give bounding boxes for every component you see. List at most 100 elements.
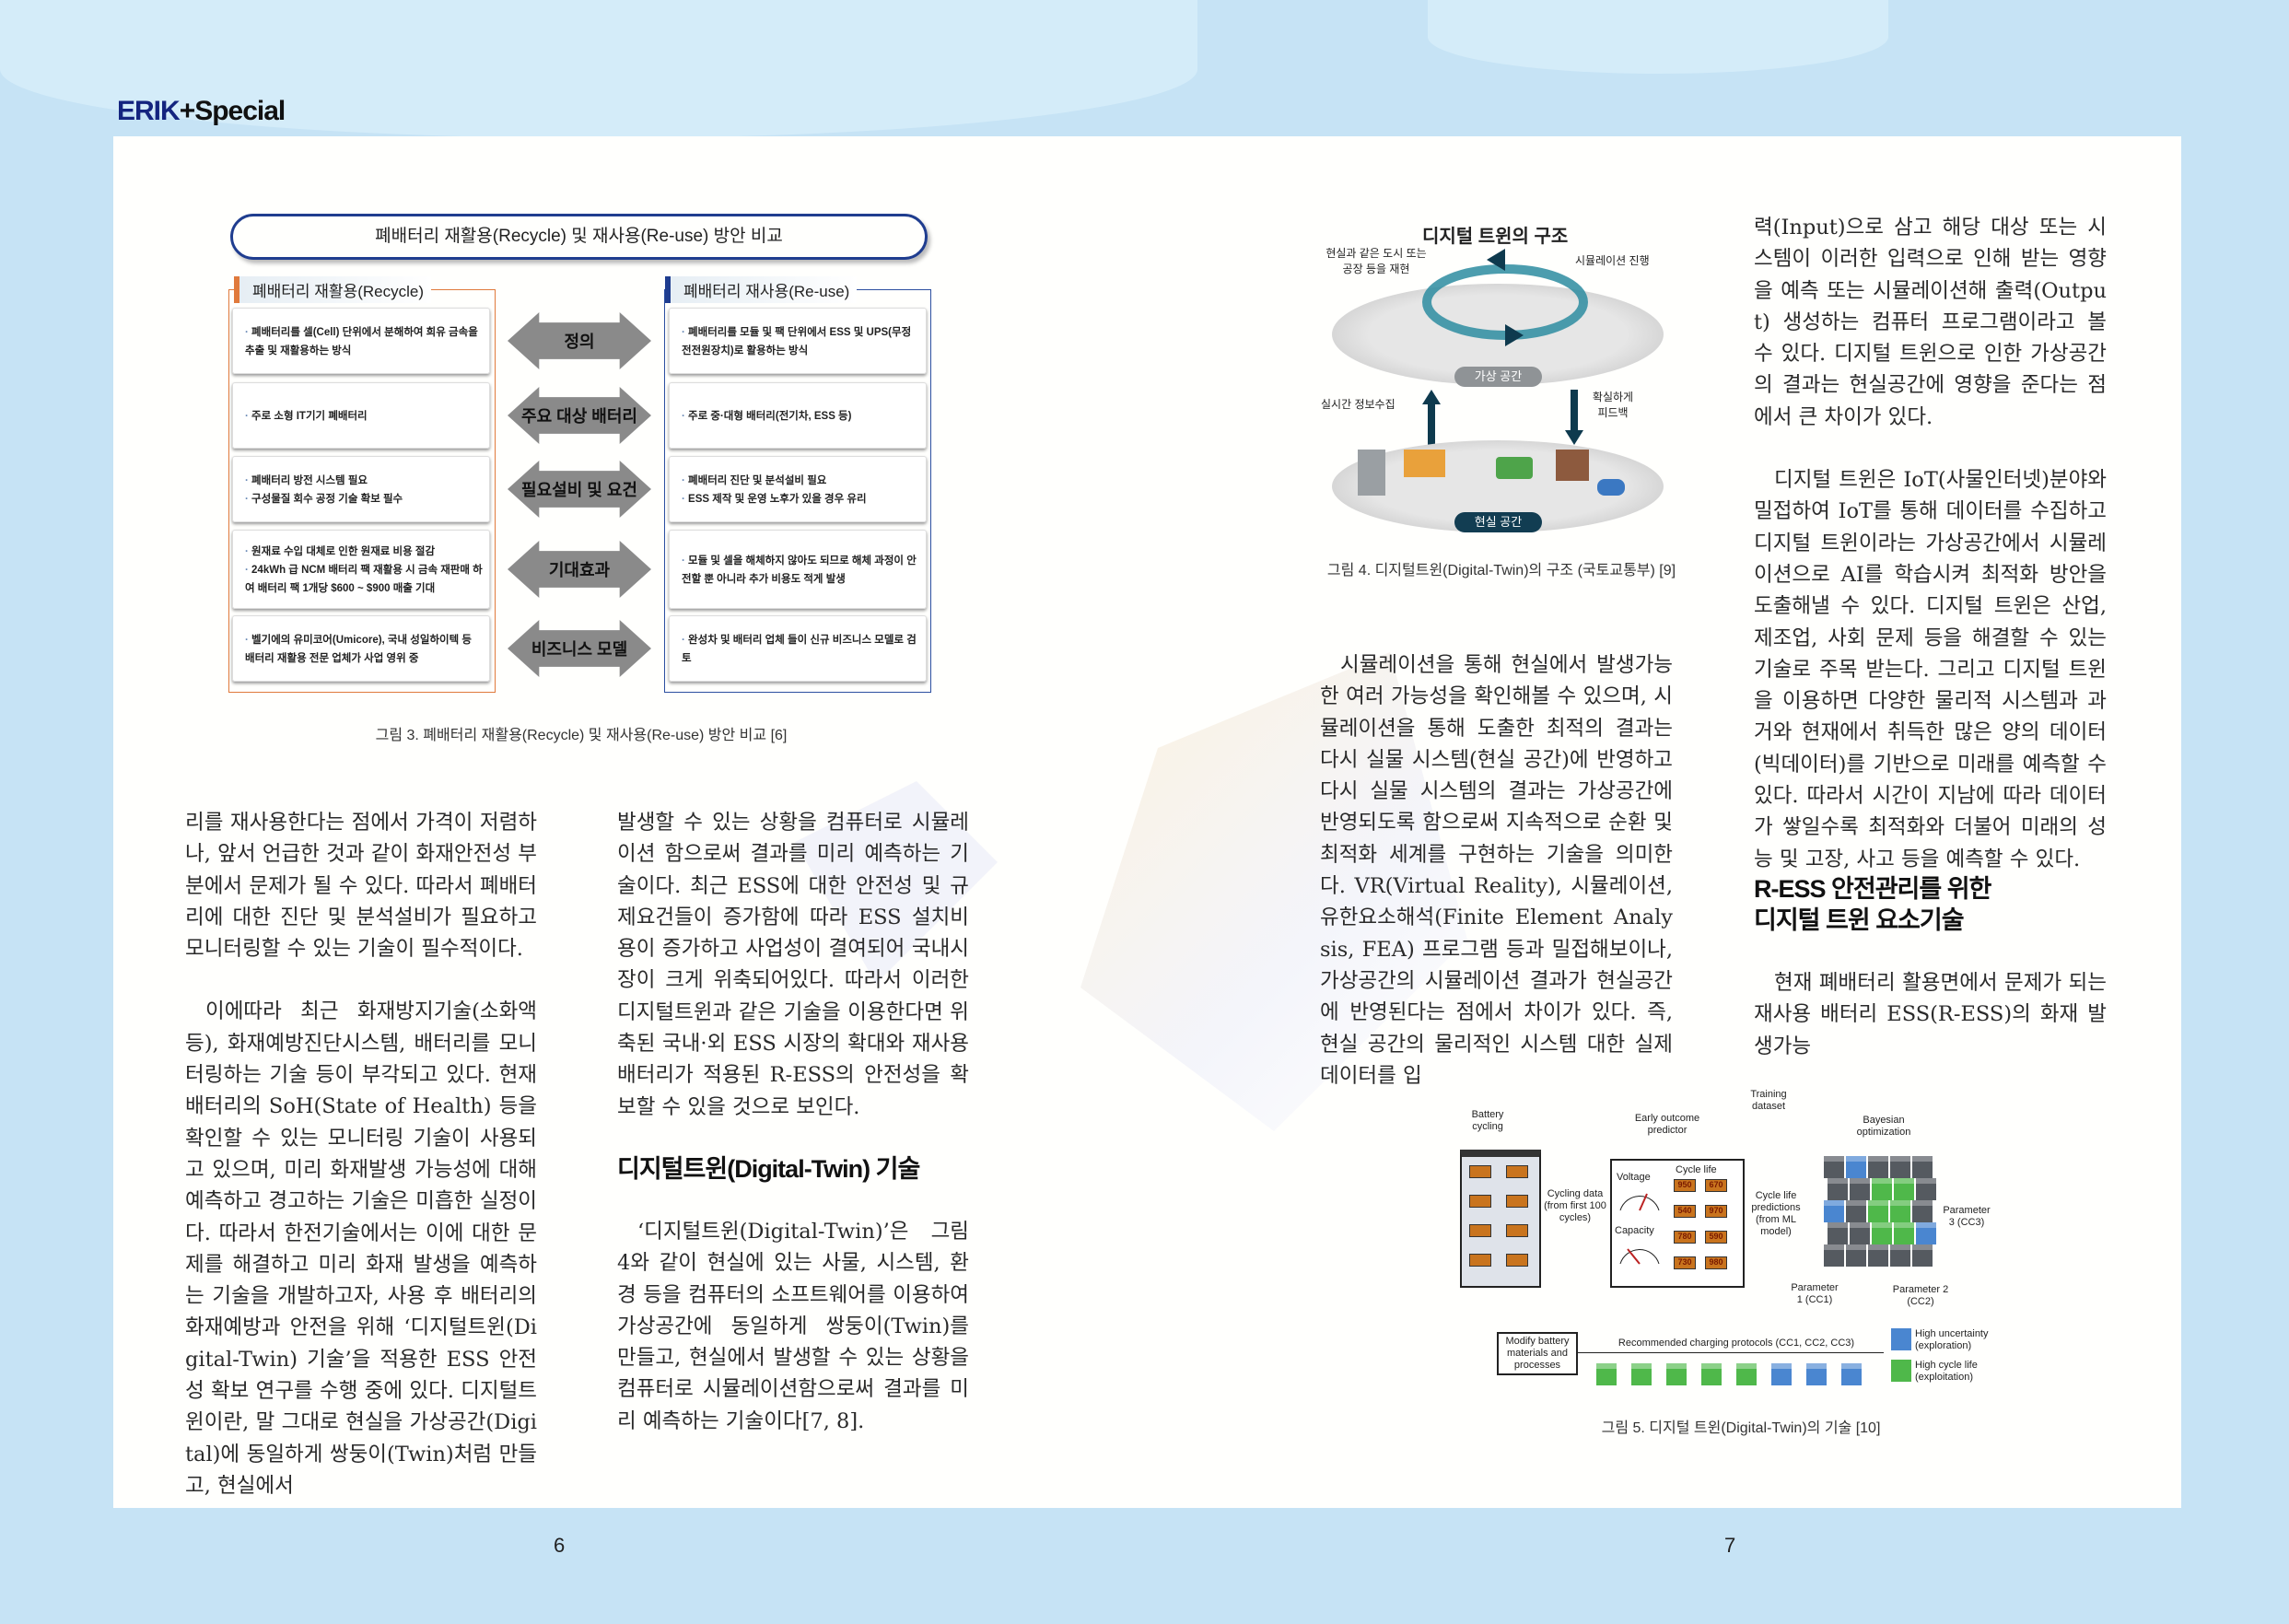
label-modify: Modify battery materials and processes xyxy=(1497,1332,1578,1375)
bullet-text: 주로 중·대형 배터리(전기차, ESS 등) xyxy=(682,407,919,426)
text-column-4b: 현재 폐배터리 활용면에서 문제가 되는 재사용 배터리 ESS(R-ESS)의… xyxy=(1754,967,2107,1093)
background-shape xyxy=(1428,0,1888,74)
parameter-cell xyxy=(1916,1222,1936,1244)
bullet-text: 폐배터리 방전 시스템 필요 xyxy=(245,472,483,490)
recycle-cell: 벨기에의 유미코어(Umicore), 국내 성일하이텍 등 배터리 재활용 전… xyxy=(232,615,490,682)
parameter-cell xyxy=(1850,1222,1870,1244)
cycle-life-battery: 670 xyxy=(1705,1179,1727,1192)
capacity-gauge-icon xyxy=(1619,1248,1660,1265)
category-arrow: 기대효과 xyxy=(508,541,651,598)
parameter-cell xyxy=(1828,1178,1848,1200)
cycle-arrows-icon xyxy=(1422,249,1588,346)
figure-title: 디지털 트윈의 구조 xyxy=(1422,227,1569,247)
bullet-text: 24kWh 급 NCM 배터리 팩 재활용 시 금속 재판매 하여 배터리 팩 … xyxy=(245,561,483,598)
paragraph: 발생할 수 있는 상황을 컴퓨터로 시뮬레이션 함으로써 결과를 미리 예측하는… xyxy=(617,811,969,1119)
battery-icon xyxy=(1469,1224,1491,1237)
category-label: 기대효과 xyxy=(548,561,611,579)
section-heading-digital-twin: 디지털트윈(Digital-Twin) 기술 xyxy=(617,1155,920,1183)
reuse-cell: 모듈 및 셀을 해체하지 않아도 되므로 해체 과정이 안전할 뿐 아니라 추가… xyxy=(669,530,927,609)
paragraph: 디지털 트윈은 IoT(사물인터넷)분야와 밀접하여 IoT를 통해 데이터를 … xyxy=(1754,468,2107,871)
cycle-life-battery: 590 xyxy=(1705,1231,1727,1244)
recycle-cell: 원재료 수입 대체로 인한 원재료 비용 절감24kWh 급 NCM 배터리 팩… xyxy=(232,530,490,609)
car-icon xyxy=(1597,479,1625,496)
battery-icon xyxy=(1506,1254,1528,1267)
label-training-dataset: Training dataset xyxy=(1750,1089,1787,1112)
text-column-4: 력(Input)으로 삼고 해당 대상 또는 시스템이 이러한 입력으로 인해 … xyxy=(1754,212,2107,906)
real-space-label: 현실 공간 xyxy=(1454,512,1542,532)
parameter-cell xyxy=(1872,1178,1892,1200)
category-label: 주요 대상 배터리 xyxy=(521,407,637,426)
legend-cycle-life: High cycle life (exploitation) xyxy=(1915,1360,1978,1383)
house-icon xyxy=(1556,450,1589,481)
label-recommended: Recommended charging protocols (CC1, CC2… xyxy=(1617,1338,1855,1349)
label-realtime-collection: 실시간 정보수집 xyxy=(1321,398,1396,411)
parameter-cell xyxy=(1912,1244,1933,1267)
recycle-cell: 주로 소형 IT기기 폐배터리 xyxy=(232,382,490,449)
bus-icon xyxy=(1496,457,1533,479)
bullet-text: 원재료 수입 대체로 인한 원재료 비용 절감 xyxy=(245,543,483,561)
protocol-cube xyxy=(1666,1363,1687,1385)
virtual-space-label: 가상 공간 xyxy=(1454,367,1542,387)
parameter-cell xyxy=(1824,1244,1844,1267)
label-param2: Parameter 2 (CC2) xyxy=(1892,1284,1949,1307)
cycle-life-legend-swatch xyxy=(1891,1360,1911,1382)
recycle-cell: 폐배터리 방전 시스템 필요구성물질 회수 공정 기술 확보 필수 xyxy=(232,456,490,522)
category-label: 비즈니스 모델 xyxy=(531,640,628,659)
text-column-1: 리를 재사용한다는 점에서 가격이 저렴하나, 앞서 언급한 것과 같이 화재안… xyxy=(185,807,537,1533)
background-shape xyxy=(0,0,1197,138)
parameter-cube xyxy=(1824,1156,1944,1276)
feedback-line xyxy=(1578,1352,1884,1353)
label-battery-cycling: Battery cycling xyxy=(1471,1109,1504,1132)
magazine-brand: ERIK+Special xyxy=(117,96,286,126)
parameter-cell xyxy=(1846,1244,1866,1267)
parameter-cell xyxy=(1868,1200,1888,1222)
category-arrow: 필요설비 및 요건 xyxy=(508,461,651,518)
label-voltage: Voltage xyxy=(1617,1172,1651,1183)
label-param1: Parameter 1 (CC1) xyxy=(1791,1282,1839,1305)
figure-digital-twin-structure: 디지털 트윈의 구조 현실과 같은 도시 또는 공장 등을 재현 시뮬레이션 진… xyxy=(1321,219,1676,542)
label-cycling-data: Cycling data (from first 100 cycles) xyxy=(1544,1188,1606,1223)
paragraph: ‘디지털트윈(Digital-Twin)’은 그림 4와 같이 현실에 있는 사… xyxy=(617,1220,969,1433)
cycle-life-battery: 950 xyxy=(1674,1179,1696,1192)
battery-icon xyxy=(1506,1224,1528,1237)
protocol-cube xyxy=(1631,1363,1652,1385)
protocol-cube xyxy=(1841,1363,1862,1385)
paragraph: 현재 폐배터리 활용면에서 문제가 되는 재사용 배터리 ESS(R-ESS)의… xyxy=(1754,971,2107,1058)
battery-icon xyxy=(1469,1254,1491,1267)
bullet-text: ESS 제작 및 운영 노후가 있을 경우 유리 xyxy=(682,490,919,508)
text-column-3: 시뮬레이션을 통해 현실에서 발생가능한 여러 가능성을 확인해볼 수 있으며,… xyxy=(1320,649,1673,1123)
label-early-predictor: Early outcome predictor xyxy=(1634,1113,1700,1136)
voltage-gauge-icon xyxy=(1619,1193,1660,1211)
cycle-life-battery: 980 xyxy=(1705,1256,1727,1269)
paragraph: 이에따라 최근 화재방지기술(소화액 등), 화재예방진단시스템, 배터리를 모… xyxy=(185,999,537,1498)
bullet-text: 벨기에의 유미코어(Umicore), 국내 성일하이텍 등 배터리 재활용 전… xyxy=(245,631,483,668)
parameter-cell xyxy=(1890,1200,1910,1222)
bullet-text: 주로 소형 IT기기 폐배터리 xyxy=(245,407,483,426)
reuse-cell: 폐배터리를 모듈 및 팩 단위에서 ESS 및 UPS(무정전전원장치)로 활용… xyxy=(669,308,927,374)
heading-line: R-ESS 안전관리를 위한 xyxy=(1754,875,1991,903)
label-feedback: 확실하게 피드백 xyxy=(1592,391,1634,419)
figure-digital-twin-technology: Battery cycling Early outcome predictor … xyxy=(1460,1087,2022,1409)
label-predictions: Cycle life predictions (from ML model) xyxy=(1751,1190,1801,1237)
reuse-label: 폐배터리 재사용(Re-use) xyxy=(665,276,858,303)
figure-title: 폐배터리 재활용(Recycle) 및 재사용(Re-use) 방안 비교 xyxy=(230,214,928,260)
parameter-cell xyxy=(1916,1178,1936,1200)
label-param3: Parameter 3 (CC3) xyxy=(1943,1205,1991,1228)
parameter-cell xyxy=(1846,1156,1866,1178)
cycle-life-battery: 970 xyxy=(1705,1205,1727,1218)
reuse-cell: 주로 중·대형 배터리(전기차, ESS 등) xyxy=(669,382,927,449)
legend-uncertainty: High uncertainty (exploration) xyxy=(1915,1328,1989,1351)
parameter-cell xyxy=(1894,1222,1914,1244)
page-number-right: 7 xyxy=(1724,1534,1736,1557)
parameter-cell xyxy=(1872,1222,1892,1244)
section-heading-ress: R-ESS 안전관리를 위한 디지털 트윈 요소기술 xyxy=(1754,873,1991,936)
paragraph: 리를 재사용한다는 점에서 가격이 저렴하나, 앞서 언급한 것과 같이 화재안… xyxy=(185,811,537,962)
label-recreate: 현실과 같은 도시 또는 공장 등을 재현 xyxy=(1326,247,1427,275)
bullet-text: 폐배터리를 셀(Cell) 단위에서 분해하여 희유 금속을 추출 및 재활용하… xyxy=(245,323,483,360)
arrow-up-icon xyxy=(1422,390,1441,445)
category-label: 필요설비 및 요건 xyxy=(521,481,637,499)
battery-icon xyxy=(1469,1165,1491,1178)
parameter-cell xyxy=(1824,1200,1844,1222)
bullet-text: 모듈 및 셀을 해체하지 않아도 되므로 해체 과정이 안전할 뿐 아니라 추가… xyxy=(682,552,919,589)
reuse-cell: 완성차 및 배터리 업체 들이 신규 비즈니스 모델로 검토 xyxy=(669,615,927,682)
